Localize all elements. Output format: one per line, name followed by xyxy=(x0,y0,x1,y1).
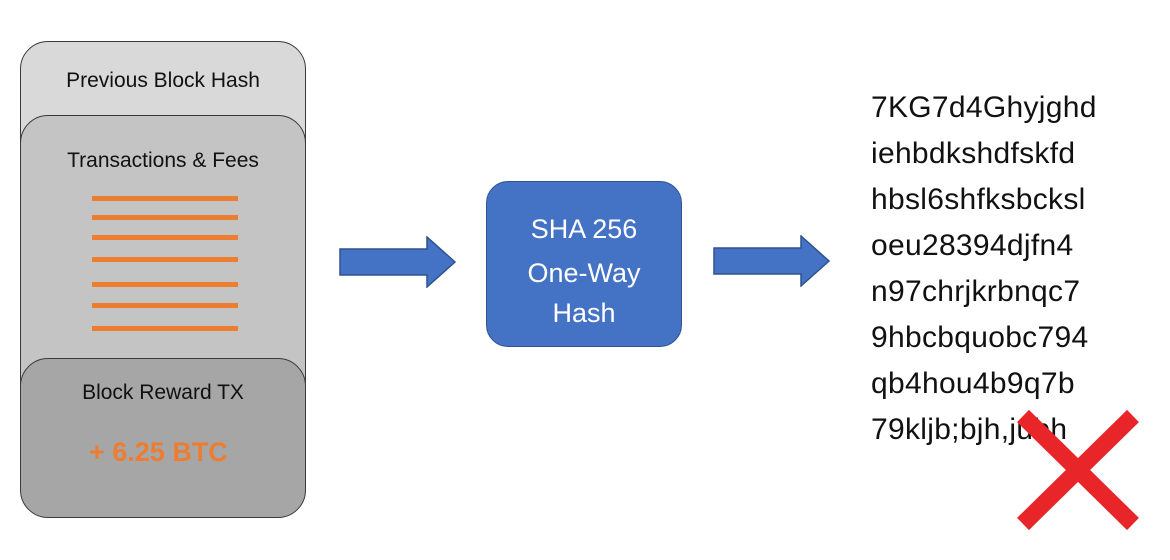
reward-amount: + 6.25 BTC xyxy=(89,437,228,467)
hash-output-line: hbsl6shfksbcksl xyxy=(871,183,1086,216)
transaction-line xyxy=(92,196,238,201)
hash-output-line: iehbdkshdfskfd xyxy=(871,137,1076,170)
hash-line-3: Hash xyxy=(552,298,616,328)
hash-line-2: One-Way xyxy=(527,258,641,288)
hash-output-line: 7KG7d4Ghyjghd xyxy=(871,91,1097,124)
hash-output-line: 9hbcbquobc794 xyxy=(871,321,1089,354)
transaction-line xyxy=(92,303,238,308)
sha256-hash-box: SHA 256 One-Way Hash xyxy=(486,181,682,347)
transaction-line xyxy=(92,235,238,240)
right-arrow-icon xyxy=(713,235,831,287)
hash-output-line: oeu28394djfn4 xyxy=(871,229,1074,262)
transactions-label: Transactions & Fees xyxy=(67,149,259,172)
hash-output: 7KG7d4Ghyjghd iehbdkshdfskfd hbsl6shfksb… xyxy=(871,85,1097,453)
transaction-line xyxy=(92,215,238,220)
red-x-icon xyxy=(1015,408,1141,537)
transaction-line xyxy=(92,326,238,331)
transaction-line xyxy=(92,257,238,262)
hash-output-line: qb4hou4b9q7b xyxy=(871,367,1075,400)
transaction-line xyxy=(92,282,238,287)
right-arrow-icon xyxy=(339,236,457,288)
block-reward-card: Block Reward TX + 6.25 BTC xyxy=(20,358,306,518)
block-reward-label: Block Reward TX xyxy=(82,381,244,404)
hash-line-1: SHA 256 xyxy=(530,214,638,244)
previous-block-hash-label: Previous Block Hash xyxy=(66,69,260,92)
hash-output-line: n97chrjkrbnqc7 xyxy=(871,275,1081,308)
